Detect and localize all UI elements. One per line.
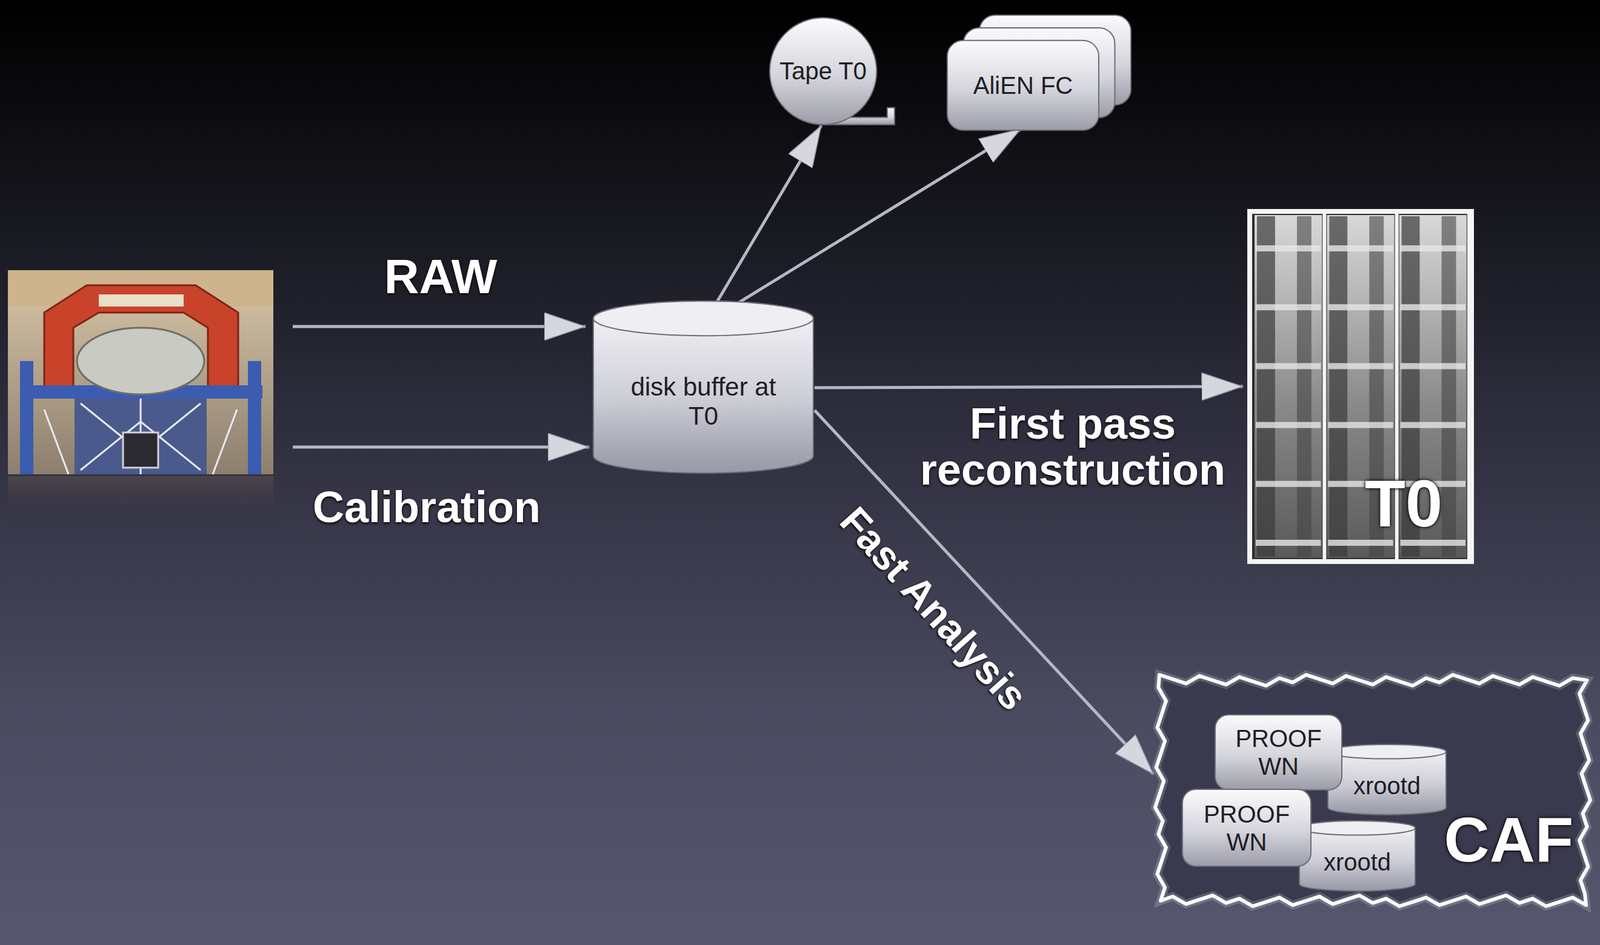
server-rack: T0 — [1247, 209, 1474, 565]
detector-reflection — [7, 476, 274, 531]
detector-photo — [7, 270, 274, 475]
text-area: AliEN FC — [947, 40, 1099, 131]
edge-label: First pass reconstruction — [903, 401, 1243, 493]
text-area: Tape T0 — [779, 47, 868, 96]
calibration-arrow — [292, 446, 590, 450]
node-label: AliEN FC — [973, 71, 1073, 100]
text-area: PROOF WN — [1218, 718, 1339, 788]
text-area: xrootd — [1329, 759, 1445, 814]
stream-label: RAW — [384, 251, 498, 303]
rounded-outline — [1181, 789, 1312, 868]
text-area: PROOF WN — [1185, 792, 1308, 864]
xrootd-disk: xrootd — [1298, 821, 1417, 893]
text-area: xrootd — [1300, 835, 1414, 891]
text-area: disk buffer at T0 — [594, 335, 813, 468]
edge-label: Fast Analysis — [832, 500, 1036, 719]
worker-node: PROOF WN — [1214, 714, 1343, 791]
data-flow-arrow — [730, 129, 1022, 308]
node-title: CAF — [1444, 804, 1574, 877]
disk-buffer: disk buffer at T0 — [592, 301, 815, 475]
node-label: PROOF WN — [1185, 800, 1308, 857]
data-flow-arrow — [714, 125, 822, 307]
node-label: PROOF WN — [1218, 724, 1339, 781]
caf-cluster: CAFPROOF WNxrootdPROOF WNxrootd — [1153, 673, 1593, 909]
data-flow-arrow — [814, 386, 1244, 388]
file-catalogue-stack: AliEN FC — [947, 15, 1131, 131]
node-title: T0 — [1364, 465, 1443, 543]
xrootd-disk: xrootd — [1326, 744, 1448, 817]
node-label: xrootd — [1323, 848, 1391, 877]
node-label: disk buffer at T0 — [621, 372, 786, 432]
text-area: T0 — [1342, 457, 1465, 550]
stream-label: Calibration — [312, 484, 541, 531]
text-area: CAF — [1433, 795, 1584, 885]
worker-node: PROOF WN — [1181, 789, 1312, 868]
node-label: Tape T0 — [779, 56, 867, 85]
raw-arrow — [292, 325, 586, 329]
node-shape — [1181, 789, 1312, 868]
tape-storage: Tape T0 — [767, 7, 896, 135]
node-label: xrootd — [1353, 772, 1421, 800]
